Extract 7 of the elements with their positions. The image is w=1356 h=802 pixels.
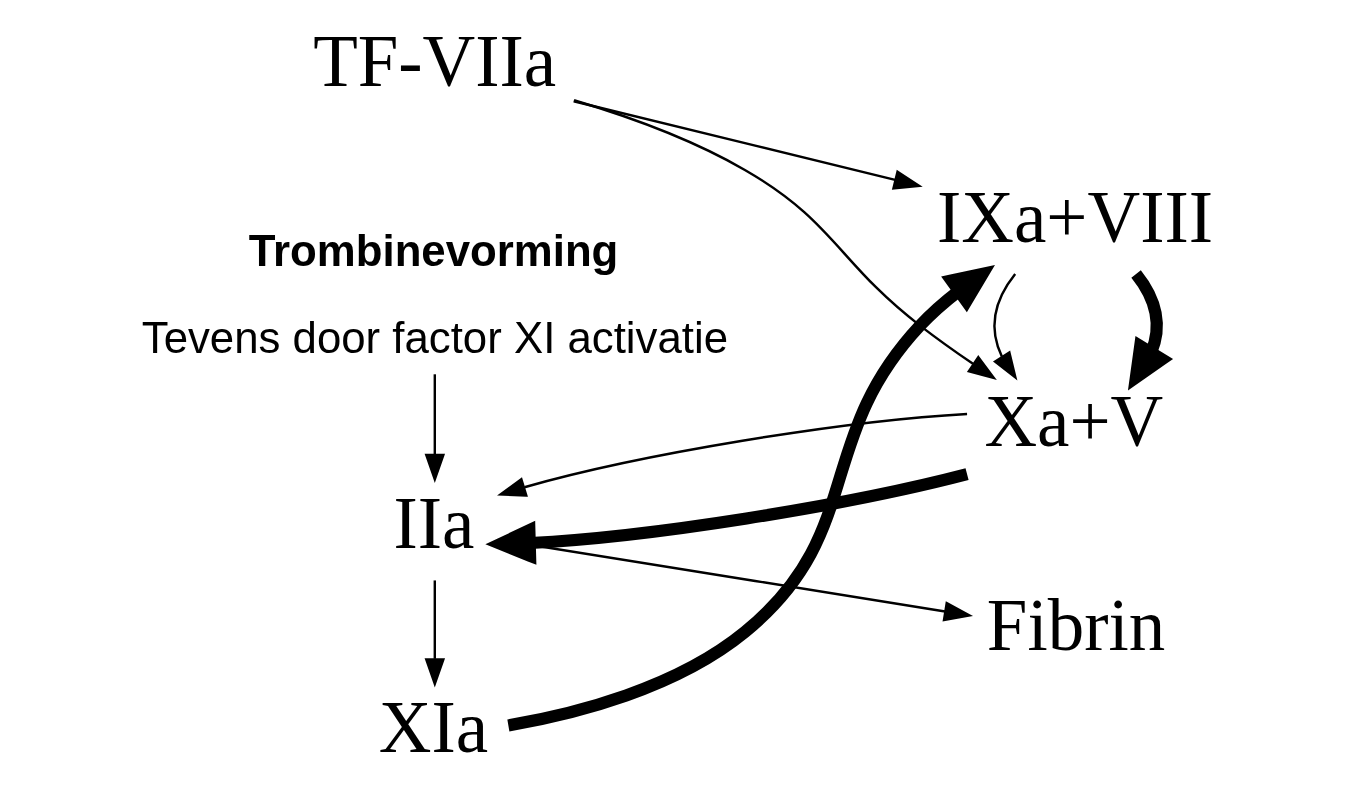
node-text: XIa <box>378 687 489 769</box>
node-text: Trombinevorming Tevens door factor XI activatie <box>141 225 729 363</box>
node-text: IXa+VIII <box>937 176 1214 258</box>
node-text: TF-VIIa <box>313 21 557 103</box>
node-text: IIa <box>393 483 475 565</box>
node-text: Xa+V <box>984 380 1164 462</box>
node-text: Fibrin <box>986 585 1166 667</box>
